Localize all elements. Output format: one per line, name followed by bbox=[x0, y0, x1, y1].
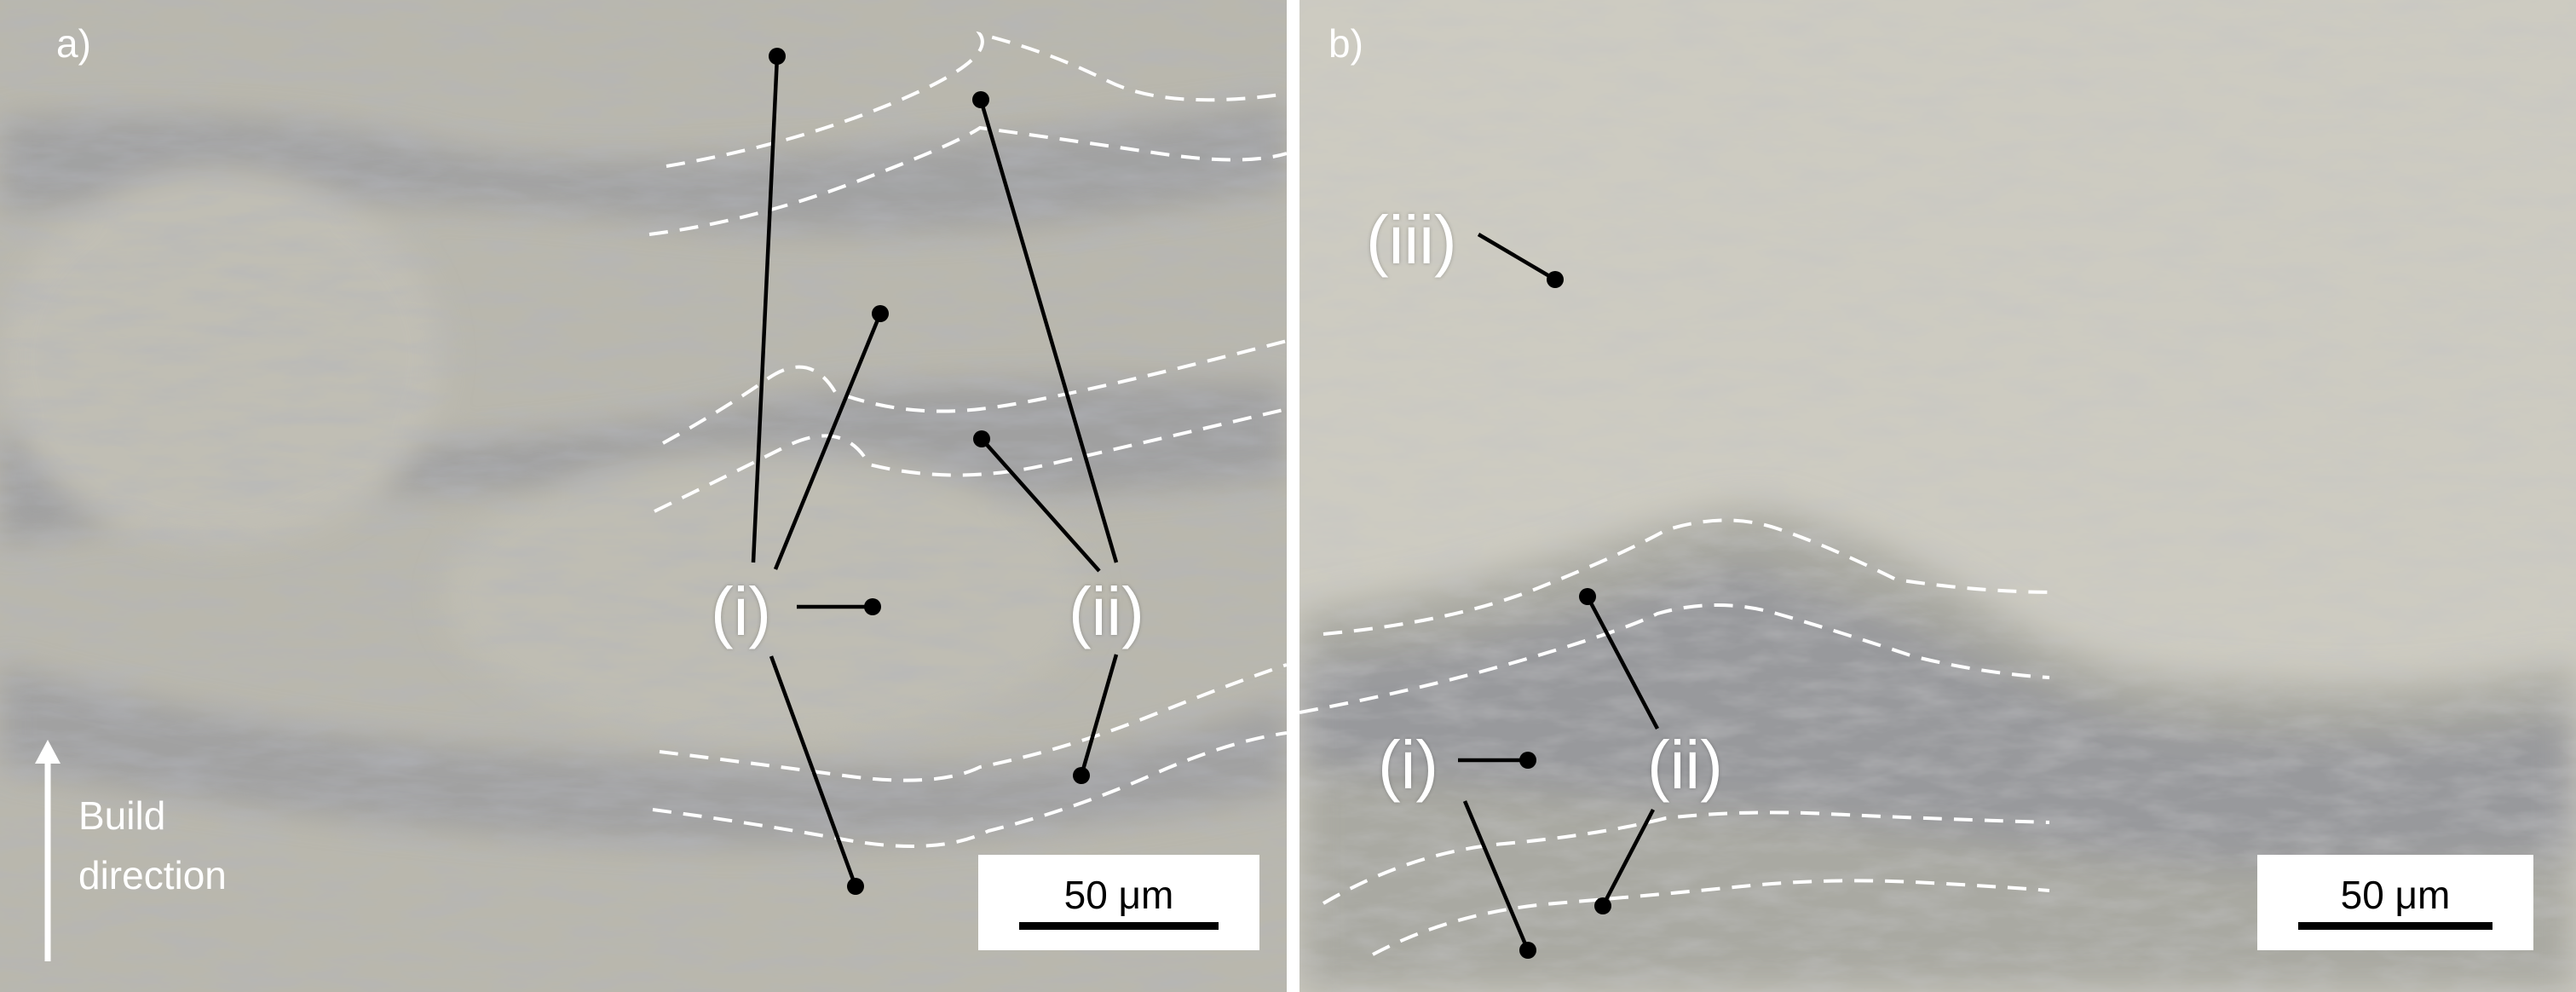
pointer-dots-a bbox=[769, 48, 1090, 895]
pointer-line-b-i-2 bbox=[1462, 800, 1530, 951]
annotation-layer-b bbox=[1300, 233, 2059, 959]
pointer-line-a-ii-3 bbox=[1079, 654, 1119, 776]
boundary-a-6 bbox=[652, 731, 1287, 848]
build-direction-line2: direction bbox=[78, 853, 227, 897]
pointer-dot-a-1 bbox=[769, 48, 786, 65]
pointer-line-a-i-2 bbox=[773, 313, 883, 570]
micrograph-image-a bbox=[0, 0, 1287, 992]
melt-pool-boundaries-b bbox=[1300, 518, 2059, 956]
boundary-b-2 bbox=[1300, 603, 2050, 714]
scale-bar-line-b bbox=[2298, 922, 2492, 930]
pointer-dot-a-7 bbox=[1073, 767, 1090, 784]
build-direction-line1: Build bbox=[78, 793, 166, 838]
pointer-dot-b-3 bbox=[1519, 942, 1536, 959]
pointer-dot-a-2 bbox=[872, 305, 889, 322]
pointer-dot-b-5 bbox=[1594, 897, 1611, 914]
pointer-dot-a-5 bbox=[972, 91, 989, 108]
scale-bar-label-b: 50 μm bbox=[2340, 873, 2451, 917]
region-label-b-ii: (ii) bbox=[1647, 727, 1723, 803]
boundary-a-3 bbox=[662, 339, 1287, 445]
region-label-a-ii: (ii) bbox=[1069, 574, 1144, 649]
scale-bar-label-a: 50 μm bbox=[1063, 873, 1174, 917]
boundary-a-4 bbox=[654, 407, 1287, 513]
micrograph-panel-b: b) (iii) (i) (ii) 50 μm bbox=[1300, 0, 2576, 992]
pointer-dot-a-3 bbox=[864, 598, 881, 615]
scale-bar-b: 50 μm bbox=[2257, 855, 2533, 950]
boundary-b-1 bbox=[1323, 518, 2059, 636]
pointer-dot-b-1 bbox=[1547, 271, 1564, 288]
pointer-dot-a-6 bbox=[973, 430, 990, 447]
pointer-line-b-ii-2 bbox=[1601, 808, 1655, 908]
pointer-line-a-ii-2 bbox=[980, 437, 1101, 573]
boundary-a-2 bbox=[648, 125, 1287, 236]
pointer-lines-a bbox=[751, 55, 1119, 887]
scale-bar-a: 50 μm bbox=[978, 855, 1259, 950]
pointer-dot-b-4 bbox=[1579, 588, 1596, 605]
region-label-b-iii: (iii) bbox=[1366, 202, 1457, 278]
region-label-b-i: (i) bbox=[1378, 727, 1439, 803]
pointer-dot-a-4 bbox=[847, 878, 864, 895]
pointer-dot-b-2 bbox=[1519, 752, 1536, 769]
pointer-line-a-i-1 bbox=[751, 55, 780, 563]
annotation-layer-a bbox=[648, 31, 1287, 895]
pointer-line-a-ii-1 bbox=[978, 99, 1119, 563]
boundary-b-3 bbox=[1322, 810, 2050, 905]
pointer-line-b-iii bbox=[1477, 233, 1557, 281]
boundary-a-1 bbox=[666, 31, 1287, 168]
panel-label-a: a) bbox=[56, 21, 91, 66]
pointer-lines-b bbox=[1458, 233, 1659, 951]
pointer-line-b-ii-1 bbox=[1586, 595, 1659, 730]
pointer-line-a-i-4 bbox=[769, 655, 858, 887]
micrograph-panel-a: a) (i) (ii) Build direction 50 μm bbox=[0, 0, 1287, 992]
build-direction-arrow-icon bbox=[35, 740, 61, 961]
boundary-a-5 bbox=[659, 663, 1287, 782]
scale-bar-line-a bbox=[1019, 922, 1219, 930]
boundary-b-4 bbox=[1372, 879, 2050, 956]
region-label-a-i: (i) bbox=[711, 574, 772, 649]
panel-label-b: b) bbox=[1328, 21, 1363, 66]
micrograph-image-b bbox=[1300, 0, 2576, 992]
pointer-dots-b bbox=[1519, 271, 1611, 959]
melt-pool-boundaries-a bbox=[648, 31, 1287, 848]
